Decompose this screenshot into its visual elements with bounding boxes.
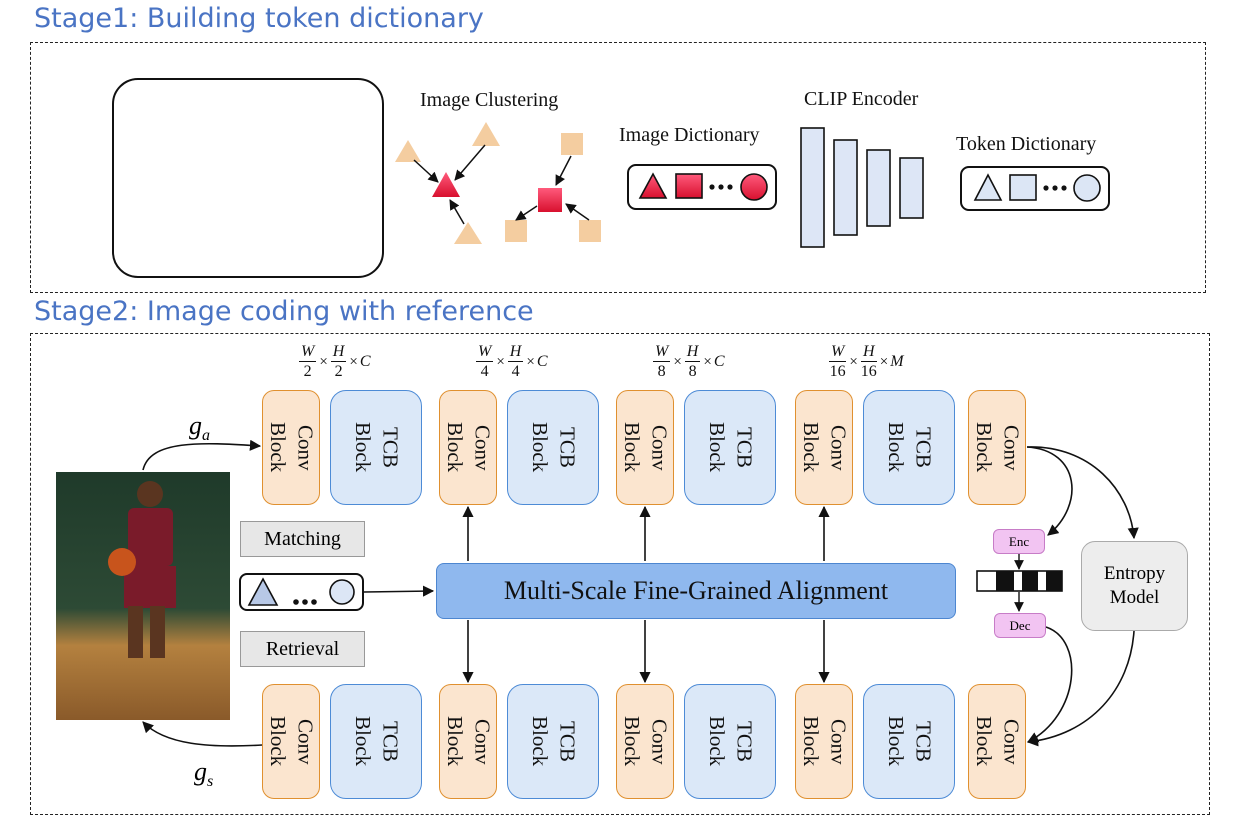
token-dictionary-items <box>973 173 1101 202</box>
decoder-conv-block-1: Conv Block <box>262 684 320 799</box>
matching-label: Matching <box>240 521 365 557</box>
clustering-triangles <box>395 122 500 244</box>
analysis-transform-label: ga <box>189 411 210 445</box>
encoder-tcb-block-4: TCB Block <box>863 390 955 505</box>
token-dictionary-box <box>960 166 1110 211</box>
decoder-tcb-block-3: TCB Block <box>684 684 776 799</box>
input-image-player <box>56 472 230 720</box>
image-dictionary-items <box>638 172 768 201</box>
decoder-conv-block-2: Conv Block <box>439 684 497 799</box>
reference-token-box <box>239 573 364 611</box>
stage1-title: Stage1: Building token dictionary <box>34 3 484 34</box>
stage1-frame <box>30 42 1206 293</box>
entropy-model: Entropy Model <box>1081 541 1188 631</box>
image-clustering-label: Image Clustering <box>420 89 559 111</box>
entropy-decoder: Dec <box>994 613 1046 638</box>
image-collection-frame <box>112 78 384 278</box>
encoder-conv-block-2: Conv Block <box>439 390 497 505</box>
encoder-tcb-block-1: TCB Block <box>330 390 422 505</box>
clustering-squares <box>505 133 601 242</box>
synthesis-transform-label: gs <box>194 757 214 791</box>
bitstream <box>976 570 1063 592</box>
decoder-conv-block-3: Conv Block <box>616 684 674 799</box>
decoder-tcb-block-4: TCB Block <box>863 684 955 799</box>
image-dictionary-box <box>627 164 777 210</box>
stage2-title: Stage2: Image coding with reference <box>34 296 534 327</box>
image-dictionary-label: Image Dictionary <box>619 124 760 146</box>
clip-encoder-bars <box>800 127 924 248</box>
multi-scale-alignment-module: Multi-Scale Fine-Grained Alignment <box>436 563 956 619</box>
entropy-encoder: Enc <box>993 529 1045 554</box>
encoder-tcb-block-3: TCB Block <box>684 390 776 505</box>
decoder-tcb-block-2: TCB Block <box>507 684 599 799</box>
encoder-conv-block-1: Conv Block <box>262 390 320 505</box>
token-dictionary-label: Token Dictionary <box>956 133 1097 155</box>
decoder-tcb-block-1: TCB Block <box>330 684 422 799</box>
encoder-conv-block-5: Conv Block <box>968 390 1026 505</box>
decoder-conv-block-4: Conv Block <box>795 684 853 799</box>
stage2-frame <box>30 333 1210 815</box>
clip-encoder-label: CLIP Encoder <box>804 88 919 110</box>
encoder-conv-block-4: Conv Block <box>795 390 853 505</box>
reference-token-items <box>247 577 355 606</box>
retrieval-label: Retrieval <box>240 631 365 667</box>
decoder-conv-block-5: Conv Block <box>968 684 1026 799</box>
encoder-tcb-block-2: TCB Block <box>507 390 599 505</box>
encoder-conv-block-3: Conv Block <box>616 390 674 505</box>
